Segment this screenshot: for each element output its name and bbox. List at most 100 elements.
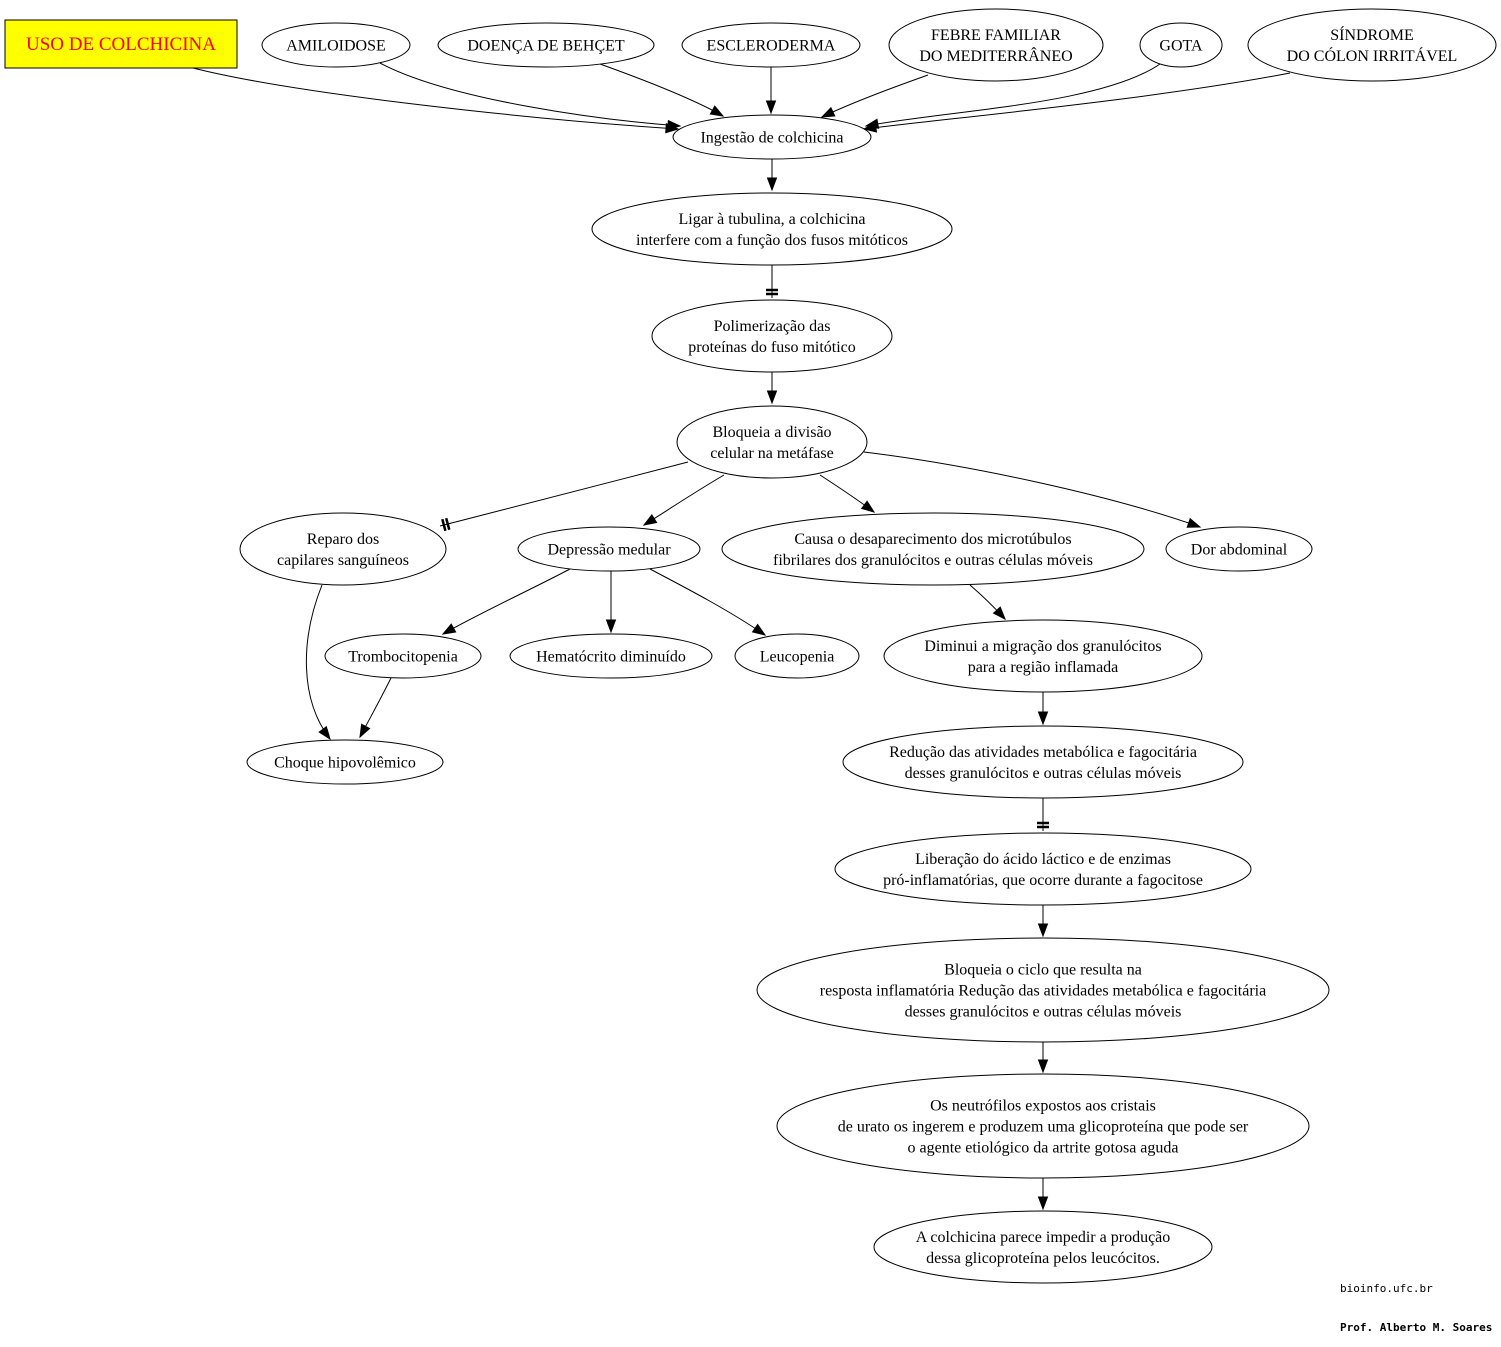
node-label: pró-inflamatórias, que ocorre durante a …	[883, 872, 1203, 889]
edge-reducao-to-liberacao	[1037, 798, 1049, 831]
node-label: Leucopenia	[760, 649, 835, 666]
arrowhead	[766, 177, 778, 192]
node-label: Polimerização das	[714, 318, 831, 335]
node-label: AMILOIDOSE	[286, 38, 386, 55]
edges	[192, 62, 1291, 1211]
arrowhead	[862, 122, 878, 133]
arrowhead	[318, 725, 331, 741]
edge-colon-to-ingestao	[862, 72, 1291, 133]
edge-reparo-to-choque	[305, 584, 331, 741]
arrowhead	[766, 390, 778, 405]
edge-bloqueia_divisao-to-reparo	[439, 461, 689, 532]
flow-diagram: USO DE COLCHICINA AMILOIDOSE DOENÇA DE BEH…	[4, 8, 1497, 1284]
node-label: DO CÓLON IRRITÁVEL	[1287, 46, 1458, 65]
inhibition-bar	[444, 517, 451, 531]
node-label: Choque hipovolêmico	[274, 755, 416, 772]
arrowhead	[359, 723, 371, 739]
edge-tubulina-to-polimerizacao	[766, 265, 778, 298]
node-label: Redução das atividades metabólica e fago…	[889, 744, 1197, 761]
node-label: para a região inflamada	[968, 659, 1119, 676]
node-label: DO MEDITERRÂNEO	[919, 46, 1072, 65]
node-label: GOTA	[1159, 38, 1203, 55]
edge-depressao-to-hematocrito	[605, 571, 617, 634]
arrowhead	[1186, 517, 1202, 528]
footer-author: Prof. Alberto M. Soares	[1340, 1321, 1493, 1334]
edge-depressao-to-leucopenia	[649, 568, 767, 636]
node-behcet: DOENÇA DE BEHÇET	[437, 22, 655, 68]
node-label: celular na metáfase	[710, 445, 833, 462]
node-label: capilares sanguíneos	[277, 552, 409, 569]
node-label: Hematócrito diminuído	[536, 649, 686, 666]
node-bloqueia_divisao: Bloqueia a divisão celular na metáfase	[676, 405, 868, 479]
node-label: fibrilares dos granulócitos e outras cél…	[773, 552, 1093, 569]
edge-amiloidose-to-ingestao	[379, 62, 682, 131]
inhibition-bar	[441, 518, 447, 532]
node-label: desses granulócitos e outras células móv…	[905, 765, 1182, 782]
node-depressao: Depressão medular	[517, 526, 701, 572]
node-ingestao: Ingestão de colchicina	[672, 114, 872, 160]
arrowhead	[765, 100, 777, 115]
node-polimerizacao: Polimerização das proteínas do fuso mitót…	[651, 299, 893, 373]
edge-behcet-to-ingestao	[599, 63, 725, 117]
arrowhead	[709, 105, 725, 117]
edge-ingestao-to-tubulina	[766, 159, 778, 192]
node-migracao: Diminui a migração dos granulócitos para …	[883, 619, 1203, 693]
arrowhead	[667, 119, 682, 131]
node-label: proteínas do fuso mitótico	[688, 339, 856, 356]
node-hematocrito: Hematócrito diminuído	[509, 633, 713, 679]
node-label: A colchicina parece impedir a produção	[916, 1229, 1171, 1246]
arrowhead	[751, 623, 767, 636]
edge-depressao-to-trombocitopenia	[441, 568, 571, 635]
edge-bloqueia_divisao-to-depressao	[642, 474, 725, 526]
footer-site: bioinfo.ufc.br	[1340, 1282, 1433, 1295]
node-label: SÍNDROME	[1330, 25, 1414, 44]
edge-desaparecimento-to-migracao	[969, 584, 1006, 621]
edge-bloqueia_ciclo-to-neutrofilos	[1037, 1042, 1049, 1074]
arrowhead	[992, 606, 1006, 621]
node-bloqueia_ciclo: Bloqueia o ciclo que resulta na resposta …	[756, 937, 1330, 1043]
node-label: Bloqueia a divisão	[712, 424, 831, 441]
node-label: FEBRE FAMILIAR	[931, 27, 1061, 44]
node-dor: Dor abdominal	[1165, 526, 1313, 572]
node-label: Dor abdominal	[1191, 542, 1288, 559]
node-label: Diminui a migração dos granulócitos	[924, 638, 1161, 655]
node-choque: Choque hipovolêmico	[246, 739, 444, 785]
arrowhead	[860, 500, 876, 513]
node-neutrofilos: Os neutrófilos expostos aos cristais de u…	[776, 1073, 1310, 1179]
node-leucopenia: Leucopenia	[734, 633, 860, 679]
edge-bloqueia_divisao-to-desaparecimento	[819, 474, 876, 513]
edge-migracao-to-reducao	[1037, 692, 1049, 726]
edge-escleroderma-to-ingestao	[765, 67, 777, 115]
arrowhead	[1037, 1059, 1049, 1074]
node-label: dessa glicoproteína pelos leucócitos.	[926, 1250, 1160, 1267]
node-label: de urato os ingerem e produzem uma glico…	[838, 1119, 1249, 1136]
edge-polimerizacao-to-bloqueia_divisao	[766, 372, 778, 405]
node-reducao: Redução das atividades metabólica e fago…	[842, 725, 1244, 799]
node-label: DOENÇA DE BEHÇET	[467, 38, 625, 55]
node-label: o agente etiológico da artrite gotosa ag…	[907, 1140, 1178, 1157]
node-label: interfere com a função dos fusos mitótic…	[636, 232, 908, 249]
arrowhead	[642, 513, 658, 526]
arrowhead	[1037, 1196, 1049, 1211]
node-label: Os neutrófilos expostos aos cristais	[930, 1098, 1156, 1115]
node-escleroderma: ESCLERODERMA	[681, 22, 861, 68]
arrowhead	[605, 619, 617, 634]
node-impedir: A colchicina parece impedir a produção de…	[873, 1210, 1213, 1284]
node-label: resposta inflamatória Redução das ativid…	[820, 983, 1266, 1000]
edge-liberacao-to-bloqueia_ciclo	[1037, 905, 1049, 938]
node-gota: GOTA	[1139, 22, 1223, 68]
title-box: USO DE COLCHICINA	[4, 19, 238, 69]
footer-credit: bioinfo.ufc.br Prof. Alberto M. Soares	[1340, 1256, 1492, 1347]
edge-trombocitopenia-to-choque	[359, 677, 392, 739]
node-label: Bloqueia o ciclo que resulta na	[944, 962, 1142, 979]
diagram-title: USO DE COLCHICINA	[26, 34, 216, 55]
node-trombocitopenia: Trombocitopenia	[324, 633, 482, 679]
node-label: ESCLERODERMA	[707, 38, 836, 55]
node-label: Ingestão de colchicina	[700, 130, 843, 147]
node-label: desses granulócitos e outras células móv…	[905, 1004, 1182, 1021]
nodes: USO DE COLCHICINA AMILOIDOSE DOENÇA DE BEH…	[4, 8, 1497, 1284]
edge-bloqueia_divisao-to-dor	[863, 451, 1202, 528]
arrowhead	[1037, 711, 1049, 726]
node-febre: FEBRE FAMILIAR DO MEDITERRÂNEO	[888, 8, 1104, 82]
